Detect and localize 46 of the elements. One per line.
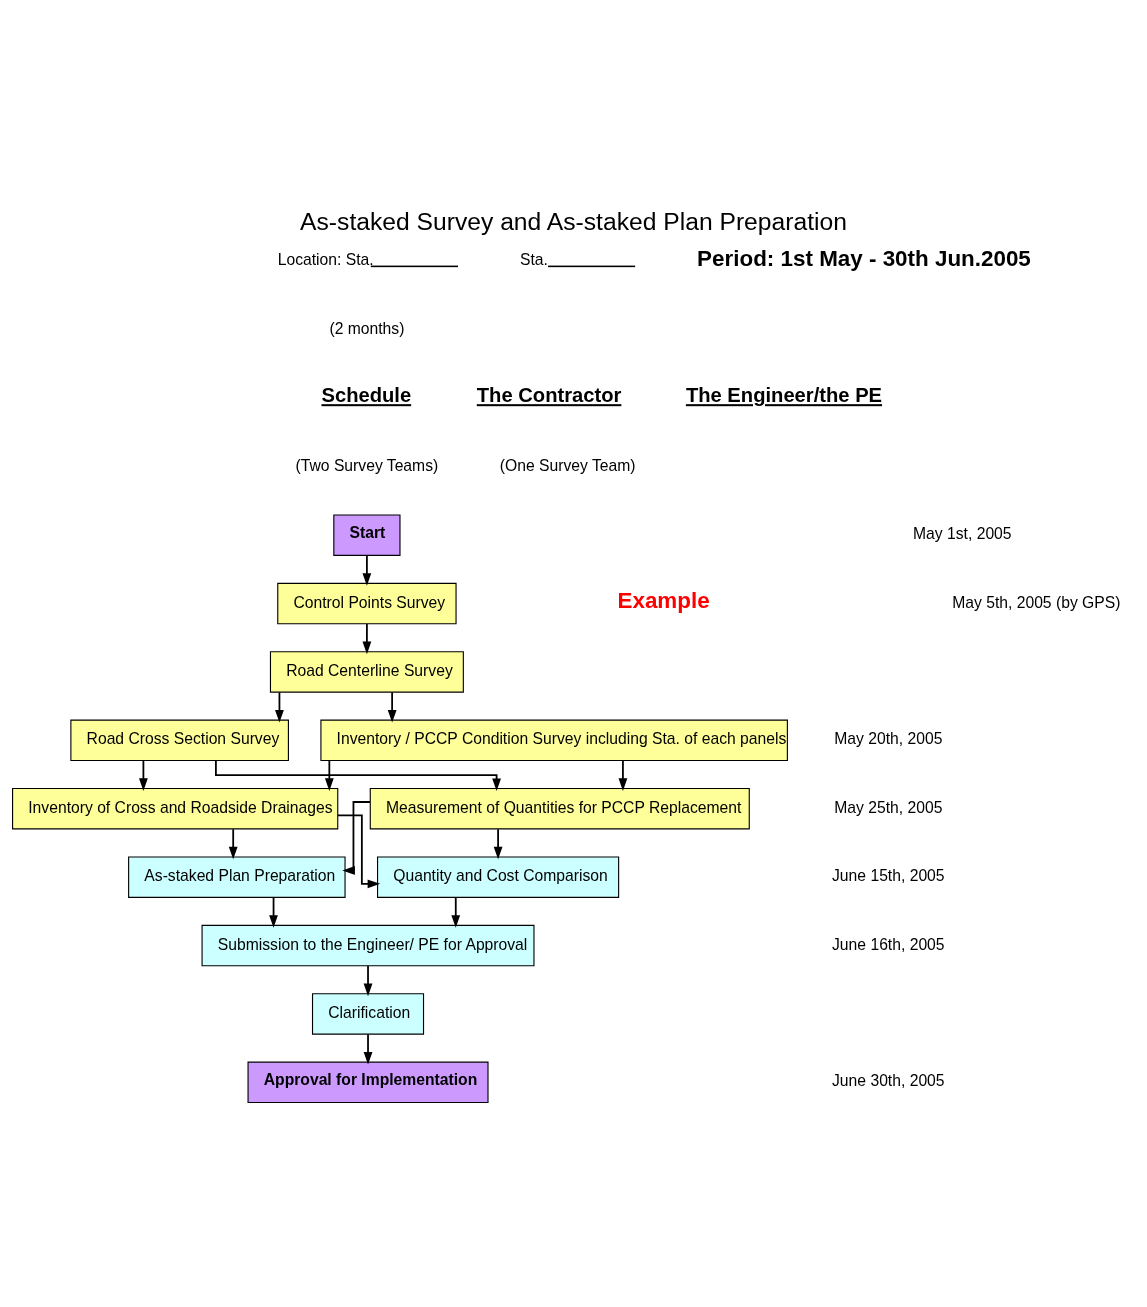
node-box: Control Points Survey: [277, 582, 457, 624]
arrow: [342, 800, 371, 875]
label: May 5th, 2005 (by GPS): [952, 593, 1121, 611]
node-box: As-staked Plan Preparation: [128, 855, 346, 898]
label: Sta.: [519, 250, 548, 268]
arrow: [363, 964, 373, 996]
label: June 15th, 2005: [832, 866, 945, 884]
node-box: Approval for Implementation: [247, 1061, 489, 1103]
arrow: [362, 622, 372, 654]
node-box: Inventory / PCCP Condition Survey including Sta. of each panels: [320, 719, 788, 761]
label: June 16th, 2005: [832, 935, 945, 953]
node-box: Quantity and Cost Comparison: [377, 855, 620, 898]
label: June 30th, 2005: [832, 1071, 945, 1089]
arrow: [451, 896, 461, 928]
label: Location: Sta.: [277, 250, 374, 268]
arrow: [618, 759, 628, 791]
node-box: Road Centerline Survey: [269, 650, 464, 693]
arrow: [269, 896, 278, 928]
arrow: [139, 759, 148, 791]
node-box: Start: [333, 513, 401, 556]
arrow: [387, 691, 397, 723]
diagram-title: As-staked Survey and As-staked Plan Preparation: [300, 207, 847, 235]
arrow: [362, 554, 372, 586]
node-box: Inventory of Cross and Roadside Drainages: [12, 787, 339, 829]
label: Period: 1st May - 30th Jun.2005: [697, 245, 1031, 271]
node-box: Clarification: [311, 992, 425, 1035]
label: (One Survey Team): [499, 456, 636, 474]
label: The Contractor: [476, 383, 622, 406]
label: (Two Survey Teams): [295, 456, 439, 474]
label: (2 months): [329, 319, 405, 337]
node-box: Submission to the Engineer/ PE for Approval: [201, 924, 535, 966]
label: May 25th, 2005: [834, 798, 943, 816]
arrow: [275, 691, 284, 723]
arrow: [493, 827, 503, 859]
node-box: Road Cross Section Survey: [70, 719, 289, 761]
arrow: [336, 814, 381, 888]
label: May 1st, 2005: [913, 524, 1012, 542]
label: The Engineer/the PE: [685, 383, 883, 406]
label: May 20th, 2005: [834, 729, 943, 747]
arrow: [324, 759, 334, 791]
label: Schedule: [321, 383, 412, 406]
arrow: [215, 759, 501, 791]
node-box: Measurement of Quantities for PCCP Replacement: [369, 787, 750, 829]
label: Example: [617, 587, 710, 613]
arrow: [228, 827, 238, 859]
arrow: [363, 1033, 373, 1065]
